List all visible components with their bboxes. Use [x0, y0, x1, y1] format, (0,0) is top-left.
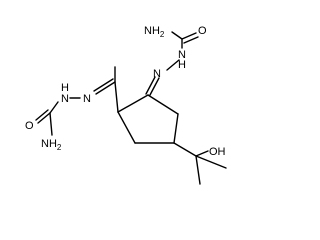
atom-o-left: O — [25, 120, 34, 132]
atom-nh2-top: NH2 — [144, 25, 165, 39]
atom-h-top: H — [178, 59, 186, 71]
bond-cexo-n-1 — [95, 81, 116, 95]
atom-n-ring-top: N — [153, 68, 161, 80]
bond-cexo-n-2 — [93, 78, 114, 92]
bond-n-cring-1 — [145, 76, 156, 95]
atom-nh2-left: NH2 — [41, 138, 62, 152]
bond-c-o-top-2 — [183, 36, 199, 44]
bond-n-n-top — [166, 59, 180, 71]
atom-h-left: H — [61, 82, 69, 94]
bond-c4-cq — [173, 142, 197, 157]
atom-n-top: N — [178, 49, 186, 61]
bond-ring-b — [147, 94, 179, 115]
bond-cq-me2 — [195, 155, 227, 169]
bond-ring-cexo — [114, 81, 119, 113]
bond-c-nh2-top — [171, 31, 183, 40]
structure-diagram: NH2 O N H N N N H O NH2 OH — [25, 25, 227, 185]
atom-oh: OH — [209, 146, 226, 158]
bond-c-o-left-1 — [37, 112, 51, 124]
bond-n-cring-2 — [149, 77, 160, 96]
atom-o-top: O — [198, 25, 207, 37]
bond-ring-a — [117, 94, 149, 113]
bond-cq-oh — [195, 150, 209, 157]
bond-cq-me1 — [195, 155, 201, 185]
atom-n-left-b: N — [61, 93, 69, 105]
bond-c-o-left-2 — [35, 109, 49, 121]
bond-c-o-top-1 — [181, 32, 197, 40]
molecule-svg: NH2 O N H N N N H O NH2 OH — [25, 25, 227, 185]
atom-n-left-a: N — [83, 93, 91, 105]
bond-c-nh2-left — [49, 112, 53, 136]
bond-nh-c-left — [49, 101, 59, 114]
bond-ring-e — [117, 111, 136, 144]
bond-ring-c — [173, 113, 179, 144]
